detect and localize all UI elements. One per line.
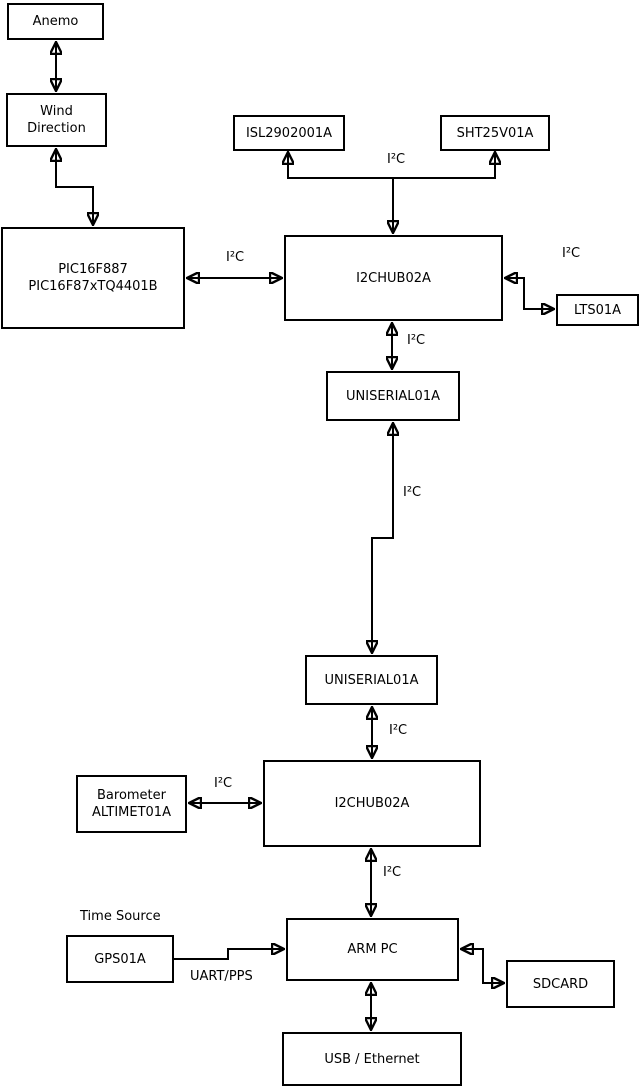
- label-i2c-uniserial-link: I²C: [403, 485, 422, 500]
- label-i2c-barometer-hub2: I²C: [214, 776, 233, 791]
- connector-hub1-lts: [505, 278, 554, 309]
- block-anemo: Anemo: [7, 3, 104, 40]
- block-uniserial01a-lower: UNISERIAL01A: [305, 655, 438, 705]
- block-uniserial01a-upper: UNISERIAL01A: [326, 371, 460, 421]
- label-i2c-pic-hub1: I²C: [226, 250, 245, 265]
- block-i2chub02a-lower: I2CHUB02A: [263, 760, 481, 847]
- connector-wind-pic: [56, 149, 93, 225]
- block-gps01a: GPS01A: [66, 935, 174, 983]
- block-usb-ethernet: USB / Ethernet: [282, 1032, 462, 1086]
- block-i2chub02a-upper: I2CHUB02A: [284, 235, 503, 321]
- label-i2c-top-bus: I²C: [387, 152, 406, 167]
- label-time-source: Time Source: [80, 909, 161, 924]
- connector-gps-armpc: [174, 949, 284, 960]
- connector-armpc-sdcard: [461, 949, 504, 983]
- connector-uniserial1-uniserial2: [372, 423, 393, 653]
- label-i2c-hub1-lts: I²C: [562, 246, 581, 261]
- label-i2c-hub1-uniserial1: I²C: [407, 333, 426, 348]
- block-sdcard: SDCARD: [506, 960, 615, 1008]
- block-sht25v01a: SHT25V01A: [440, 115, 550, 151]
- block-arm-pc: ARM PC: [286, 918, 459, 981]
- block-lts01a: LTS01A: [556, 294, 639, 326]
- block-barometer-altimet01a: Barometer ALTIMET01A: [76, 775, 187, 833]
- label-i2c-uniserial2-hub2: I²C: [389, 723, 408, 738]
- block-isl2902001a: ISL2902001A: [233, 115, 345, 151]
- block-wind-direction: Wind Direction: [6, 93, 107, 147]
- block-pic16f887: PIC16F887 PIC16F87xTQ4401B: [1, 227, 185, 329]
- label-uart-pps: UART/PPS: [190, 969, 253, 984]
- label-i2c-hub2-armpc: I²C: [383, 865, 402, 880]
